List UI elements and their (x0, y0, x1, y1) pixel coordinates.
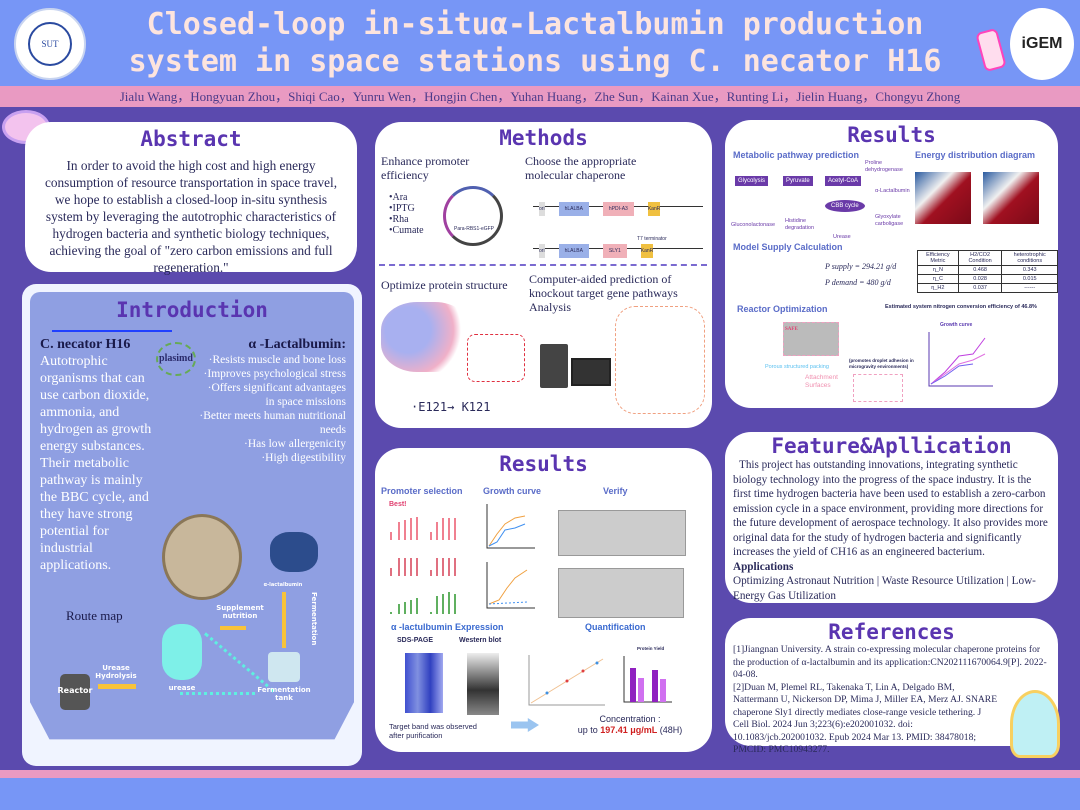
references-card: References [1]Jiangnan University. A str… (725, 618, 1058, 755)
reference-item: [2]Duan M, Plemel RL, Takenaka T, Lin A,… (733, 681, 998, 756)
footer-band (0, 778, 1080, 810)
feature-application-card: Feature&Apllication This project has out… (725, 432, 1058, 603)
western-blot-image (467, 653, 499, 715)
astronaut-illustration (162, 624, 202, 680)
abstract-card: Abstract In order to avoid the high cost… (25, 122, 357, 275)
arrow-icon (511, 718, 539, 732)
monitor-icon (571, 358, 611, 386)
growth-curve-chart (928, 332, 993, 387)
growth-curve-charts (486, 504, 535, 609)
divider (379, 264, 707, 266)
abstract-title: Abstract (140, 127, 242, 151)
subheading: Enhance promoter efficiency (381, 154, 470, 182)
arrow-icon (282, 592, 286, 648)
applications-list: Optimizing Astronaut Nutrition | Waste R… (733, 575, 1036, 602)
zoom-inset (467, 334, 525, 382)
methods-card: Methods Enhance promoter efficiency •Ara… (375, 122, 712, 428)
arrow-icon (220, 626, 246, 630)
energy-heatmap (983, 172, 1039, 224)
subheading: Optimize protein structure (381, 278, 508, 292)
protein-yield-chart (623, 656, 672, 703)
reference-item: [1]Jiangnan University. A strain co-expr… (733, 644, 1047, 680)
reactor-illustration (60, 674, 90, 710)
concentration-result: Concentration :up to 197.41 μg/mL (48H) (577, 714, 683, 735)
promoter-bar-charts (390, 517, 456, 614)
mutation-label: ·E121→ K121 (411, 400, 491, 414)
results-title: Results (499, 452, 588, 476)
computer-icon (540, 344, 568, 388)
plasmid-map (443, 186, 503, 246)
lactalbumin-benefits: α -Lactalbumin: ·Resists muscle and bone… (199, 337, 346, 464)
arrow-icon (98, 684, 136, 689)
applications-heading: Applications (733, 560, 794, 573)
plasmid-icon: plasimd (156, 342, 196, 376)
protein-structure-icon (270, 532, 318, 572)
milk-bottle-icon (975, 27, 1007, 73)
results-card-right: Results Metabolic pathway prediction Ene… (725, 120, 1058, 408)
header-band: SUT Closed-loop in-situα-Lactalbumin pro… (0, 0, 1080, 86)
subheading: Choose the appropriate molecular chapero… (525, 154, 637, 182)
author-list: Jialu Wang，Hongyuan Zhou，Shiqi Cao，Yunru… (0, 86, 1080, 107)
igem-logo: iGEM (1010, 8, 1074, 80)
feature-title: Feature&Apllication (771, 434, 1012, 458)
results-card-middle: Results Promoter selection Growth curve … (375, 448, 712, 752)
rocket-mascot-icon (1010, 690, 1060, 758)
feature-text: This project has outstanding innovations… (733, 459, 1048, 558)
university-logo: SUT (14, 8, 86, 80)
bacterium-illustration (162, 514, 242, 600)
standard-curve-chart (528, 655, 605, 706)
gel-image-1 (558, 510, 686, 556)
poster-title: Closed-loop in-situα-Lactalbumin product… (128, 7, 942, 79)
sds-page-gel (405, 653, 443, 713)
results-title: Results (847, 123, 936, 147)
route-map-label: Route map (66, 608, 123, 623)
methods-title: Methods (499, 126, 588, 150)
subheading: Computer-aided prediction of knockout ta… (529, 272, 678, 314)
pathway-network (615, 306, 705, 414)
references-title: References (828, 620, 955, 644)
flow-line (204, 632, 275, 693)
fermentation-tank-illustration (268, 652, 300, 682)
gel-image-2 (558, 568, 684, 618)
energy-heatmap (915, 172, 971, 224)
inducer-list: •Ara•IPTG•Rha•Cumate (389, 192, 424, 236)
attachment-diagram (853, 374, 903, 402)
introduction-title: Introduction (116, 298, 268, 322)
footer-band (0, 770, 1080, 778)
protein-structure-image (381, 302, 471, 372)
reactor-photo (783, 322, 839, 356)
abstract-text: In order to avoid the high cost and high… (44, 158, 338, 275)
divider (52, 330, 172, 332)
flow-line (180, 692, 255, 695)
